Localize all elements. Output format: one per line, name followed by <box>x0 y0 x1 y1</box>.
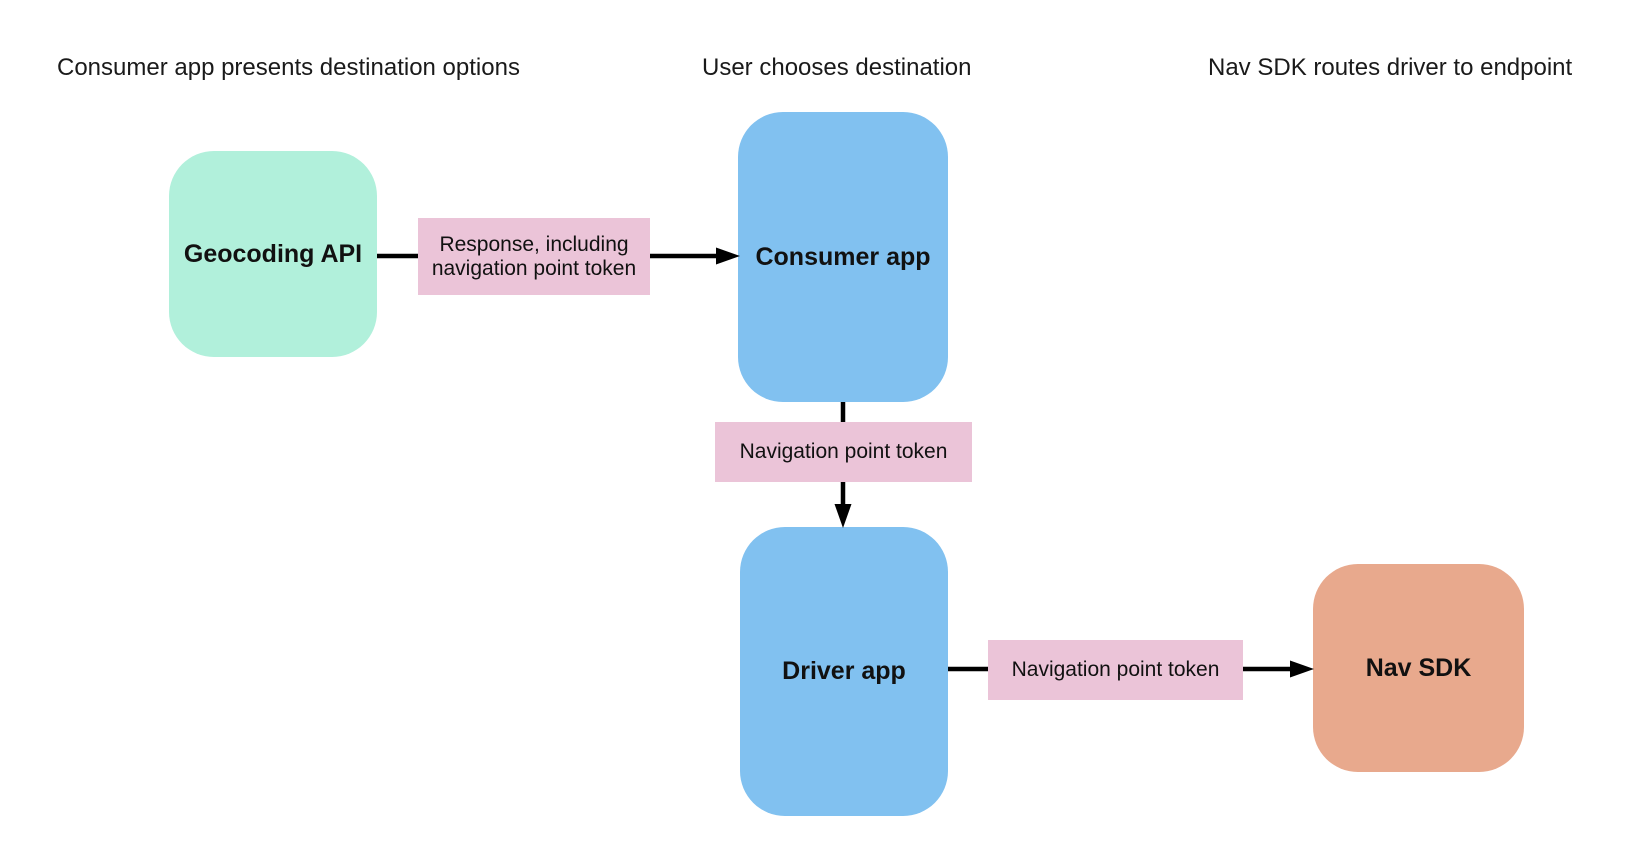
node-nav-sdk-label: Nav SDK <box>1365 653 1472 682</box>
lane-heading-consumer-presents: Consumer app presents destination option… <box>57 54 520 81</box>
edge-label-navigation-point-token-vertical: Navigation point token <box>715 422 972 482</box>
node-geocoding-api-label: Geocoding API <box>183 239 363 268</box>
node-driver-app-label: Driver app <box>782 657 906 685</box>
lane-heading-navsdk-routes: Nav SDK routes driver to endpoint <box>1208 54 1573 81</box>
lane-heading-user-chooses: User chooses destination <box>702 54 972 81</box>
edge-label-response-including-token: Response, including navigation point tok… <box>418 218 650 295</box>
node-nav-sdk: Nav SDK <box>1313 564 1524 772</box>
node-consumer-app-label: Consumer app <box>755 242 931 271</box>
node-driver-app: Driver app <box>740 527 948 816</box>
node-consumer-app: Consumer app <box>738 112 948 402</box>
edge-label-navigation-point-token-horizontal: Navigation point token <box>988 640 1243 700</box>
node-geocoding-api: Geocoding API <box>169 151 377 357</box>
